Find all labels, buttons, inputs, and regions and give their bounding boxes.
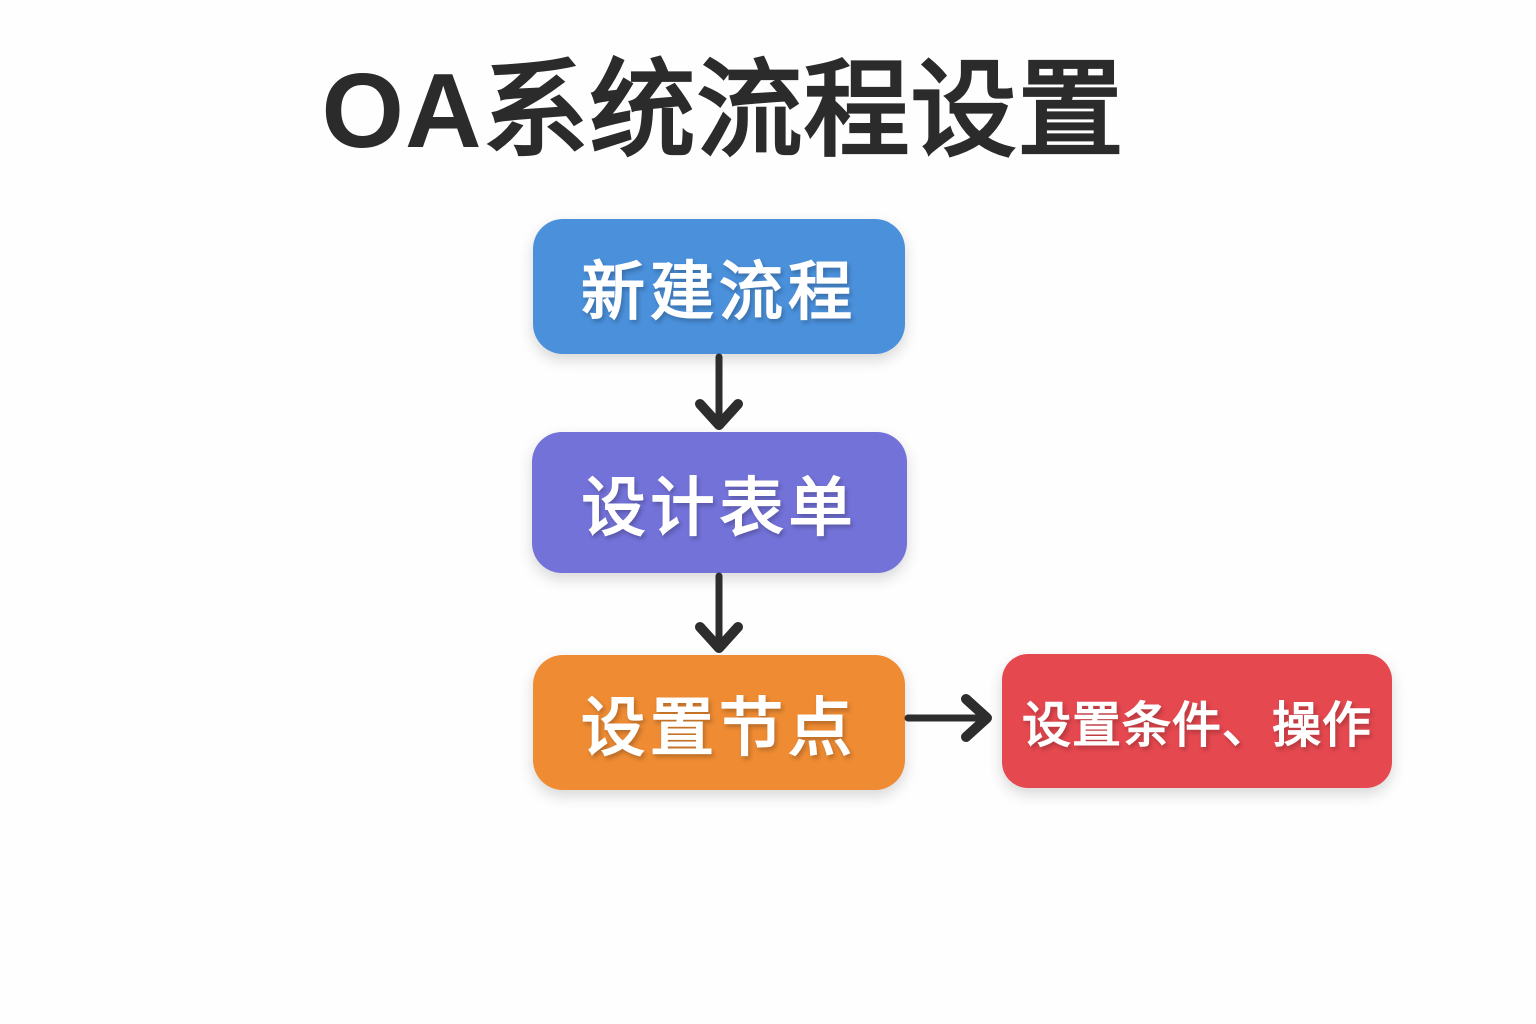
- flow-node-label: 设置条件、操作: [1021, 698, 1372, 753]
- arrow-design-to-setnodes: [695, 572, 743, 653]
- flow-node-set-nodes: 设置节点: [533, 655, 905, 790]
- arrow-create-to-design: [695, 353, 743, 430]
- flow-node-set-conditions-actions: 设置条件、操作: [1002, 654, 1392, 788]
- flow-node-label: 设置节点: [581, 691, 857, 764]
- arrow-setnodes-to-conditions: [904, 694, 992, 742]
- page-title: OA系统流程设置: [321, 52, 1125, 170]
- flow-node-design-form: 设计表单: [532, 432, 907, 573]
- flow-node-label: 新建流程: [581, 255, 857, 328]
- flow-node-create-process: 新建流程: [533, 219, 905, 354]
- flow-node-label: 设计表单: [581, 471, 858, 544]
